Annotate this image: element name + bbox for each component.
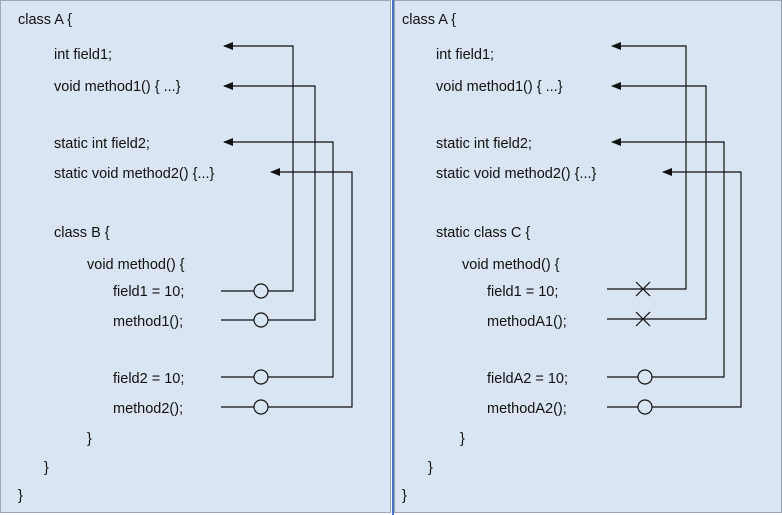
panel-divider <box>392 0 394 515</box>
left-access-field2: field2 = 10; <box>113 371 185 387</box>
left-method-close: } <box>87 431 92 447</box>
right-inner-class-header: static class C { <box>436 225 531 241</box>
left-method2-decl: static void method2() {...} <box>54 166 215 182</box>
left-connector-2 <box>223 82 316 321</box>
right-denied-cross-1-b <box>635 281 651 297</box>
right-field2-decl: static int field2; <box>436 136 532 152</box>
left-access-field1: field1 = 10; <box>113 284 185 300</box>
left-field1-decl: int field1; <box>54 47 113 63</box>
left-panel <box>0 0 391 513</box>
right-connector-2 <box>611 82 707 320</box>
left-inner-class-header: class B { <box>54 225 110 241</box>
right-connector-3 <box>611 138 725 378</box>
left-allowed-circle-4 <box>253 399 269 415</box>
left-class-a-header: class A { <box>18 12 73 28</box>
left-allowed-circle-1 <box>253 283 269 299</box>
right-denied-cross-1 <box>635 281 651 297</box>
right-allowed-circle-3 <box>637 369 653 385</box>
right-method-header: void method() { <box>462 257 560 273</box>
left-allowed-circle-2 <box>253 312 269 328</box>
right-method1-decl: void method1() { ...} <box>436 79 563 95</box>
left-inner-class-close: } <box>44 460 49 476</box>
right-inner-class-close: } <box>428 460 433 476</box>
left-connector-1 <box>223 42 294 292</box>
left-connector-3 <box>223 138 334 378</box>
right-connector-1 <box>611 42 687 290</box>
left-allowed-circle-3 <box>253 369 269 385</box>
right-class-a-header: class A { <box>402 12 457 28</box>
right-connector-4 <box>655 168 742 408</box>
left-method-header: void method() { <box>87 257 185 273</box>
left-method1-decl: void method1() { ...} <box>54 79 181 95</box>
right-method2-decl: static void method2() {...} <box>436 166 597 182</box>
left-field2-decl: static int field2; <box>54 136 150 152</box>
right-denied-cross-2-b <box>635 311 651 327</box>
right-panel <box>394 0 782 513</box>
right-field1-decl: int field1; <box>436 47 495 63</box>
right-access-method2: methodA2(); <box>487 401 567 417</box>
right-denied-cross-2 <box>635 311 651 327</box>
left-connector-4 <box>262 168 353 408</box>
right-access-method1: methodA1(); <box>487 314 567 330</box>
right-access-field2: fieldA2 = 10; <box>487 371 569 387</box>
left-class-a-close: } <box>18 488 23 504</box>
left-access-method2: method2(); <box>113 401 184 417</box>
right-class-a-close: } <box>402 488 407 504</box>
right-access-field1: field1 = 10; <box>487 284 559 300</box>
right-allowed-circle-4 <box>637 399 653 415</box>
left-access-method1: method1(); <box>113 314 184 330</box>
right-method-close: } <box>460 431 465 447</box>
